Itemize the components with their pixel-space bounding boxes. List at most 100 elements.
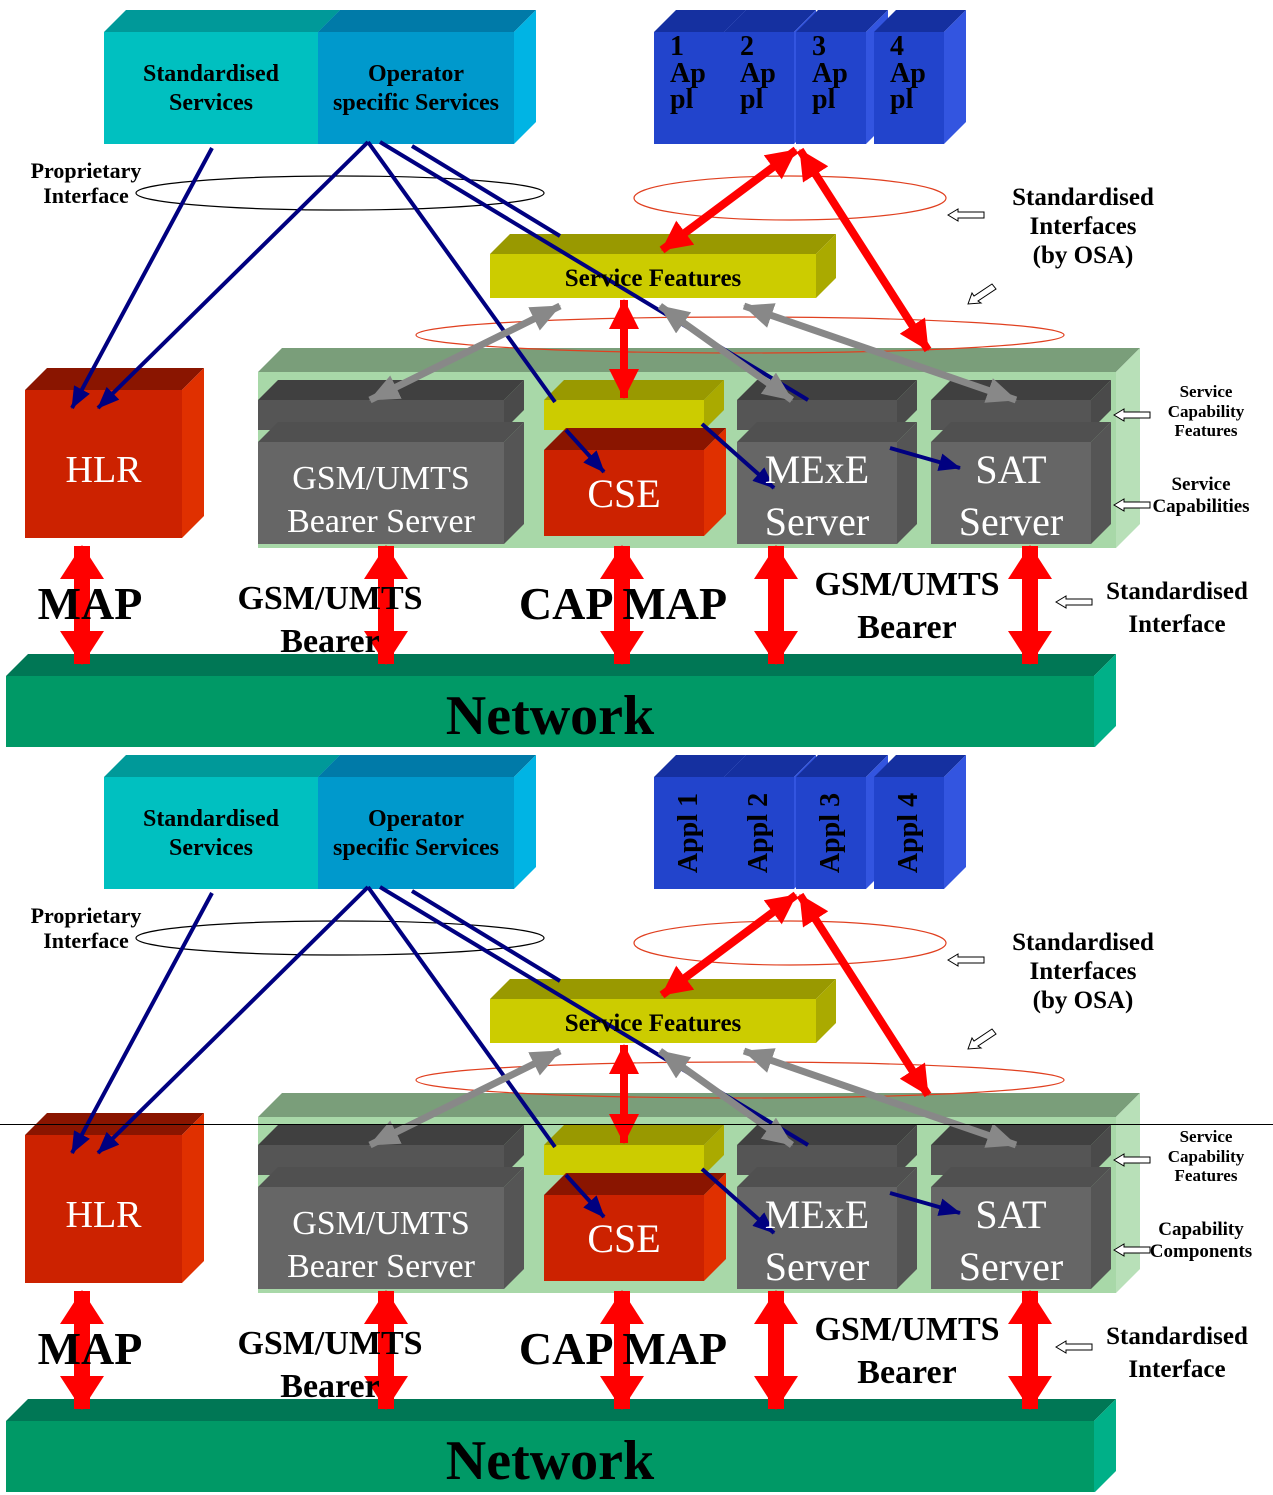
application-label-1: 1 Ap pl bbox=[670, 31, 706, 116]
osa-interface-ellipse-top bbox=[633, 920, 947, 966]
network-bar bbox=[6, 654, 1116, 747]
cse-feature-to-cse bbox=[564, 1173, 606, 1219]
operator-services-label: Operator specific Services bbox=[333, 806, 499, 861]
application-label-3: Appl 3 bbox=[815, 792, 846, 874]
operator-services-box bbox=[318, 755, 536, 889]
proprietary-interface-ellipse bbox=[135, 920, 545, 956]
standardised-services-label: Standardised Services bbox=[142, 806, 280, 861]
bearer-server-label: GSM/UMTS Bearer Server bbox=[287, 460, 475, 540]
bearer-server-label: GSM/UMTS Bearer Server bbox=[287, 1205, 475, 1285]
map-label-left: MAP bbox=[37, 578, 143, 629]
osa-pointer-arrow-2 bbox=[967, 1028, 997, 1050]
osa-interface-ellipse-top bbox=[633, 175, 947, 221]
sat-server-label: SAT Server bbox=[958, 447, 1064, 544]
capabilities-label: Capability Components bbox=[1149, 1219, 1253, 1262]
standardised-services-box bbox=[104, 755, 340, 889]
interface-pointer-arrow bbox=[1055, 1340, 1093, 1354]
scf-pointer-arrow bbox=[1113, 408, 1151, 422]
gsm-bearer-right-label: GSM/UMTS Bearer bbox=[814, 566, 1000, 646]
cse-block bbox=[544, 428, 726, 536]
service-features-label: Service Features bbox=[564, 1010, 742, 1037]
sf-sat-grey-arrow bbox=[742, 1047, 1018, 1149]
standardised-interface-label: Standardised Interface bbox=[1106, 578, 1248, 638]
map-label-left: MAP bbox=[37, 1323, 143, 1374]
sf-bearer-grey-arrow bbox=[368, 302, 562, 404]
proprietary-link-1 bbox=[70, 147, 214, 409]
proprietary-link-2 bbox=[96, 885, 370, 1155]
cse-feature-to-mexe bbox=[700, 422, 776, 490]
osa-pointer-arrow-2 bbox=[967, 283, 997, 305]
application-label-4: Appl 4 bbox=[893, 792, 924, 874]
operator-to-sf-link bbox=[410, 144, 562, 238]
hlr-box bbox=[25, 1113, 204, 1283]
cse-feature-layer bbox=[544, 380, 724, 430]
mexe-feature-to-sat bbox=[889, 446, 961, 471]
network-bar bbox=[6, 1399, 1116, 1492]
sat-server-block bbox=[931, 422, 1111, 544]
scf-pointer-arrow bbox=[1113, 1153, 1151, 1167]
apps-platform-red-arrow bbox=[796, 892, 932, 1098]
cse-label: CSE bbox=[587, 1216, 661, 1261]
osa-interface-ellipse-bottom bbox=[415, 1061, 1065, 1099]
cse-feature-to-cse bbox=[564, 428, 606, 474]
sf-bearer-grey-arrow bbox=[368, 1047, 562, 1149]
operator-services-label: Operator specific Services bbox=[333, 61, 499, 116]
application-label-1: Appl 1 bbox=[673, 792, 704, 874]
osa-pointer-arrow-1 bbox=[947, 208, 985, 222]
horizontal-divider-line bbox=[0, 1124, 1273, 1125]
apps-sf-red-arrow bbox=[659, 891, 799, 999]
sf-sat-grey-arrow bbox=[742, 302, 1018, 404]
cap-map-label: CAP MAP bbox=[518, 578, 728, 629]
application-box-4 bbox=[874, 10, 966, 144]
architecture-panel-2: Standardised Services Operator specific S… bbox=[0, 745, 1273, 1492]
proprietary-interface-label: Proprietary Interface bbox=[30, 903, 142, 954]
capabilities-pointer-arrow bbox=[1113, 498, 1151, 512]
network-label: Network bbox=[445, 1430, 655, 1492]
mexe-server-block bbox=[737, 422, 917, 544]
hlr-label: HLR bbox=[65, 1194, 142, 1236]
capabilities-pointer-arrow bbox=[1113, 1243, 1151, 1257]
application-label-2: 2 Ap pl bbox=[740, 31, 776, 116]
gsm-bearer-right-label: GSM/UMTS Bearer bbox=[814, 1311, 1000, 1391]
bearer-server-block bbox=[258, 422, 524, 544]
mexe-server-label: MExE Server bbox=[764, 1192, 870, 1289]
diagram-canvas bbox=[6, 755, 1151, 1492]
osa-interfaces-label: Standardised Interfaces (by OSA) bbox=[1012, 929, 1154, 1014]
standardised-services-label: Standardised Services bbox=[142, 61, 280, 116]
application-box-4 bbox=[874, 755, 966, 889]
bearer-server-block bbox=[258, 1167, 524, 1289]
gsm-bearer-left-label: GSM/UMTS Bearer bbox=[237, 1325, 423, 1405]
standardised-interface-label: Standardised Interface bbox=[1106, 1323, 1248, 1383]
sat-server-block bbox=[931, 1167, 1111, 1289]
capabilities-label: Service Capabilities bbox=[1152, 474, 1250, 517]
scf-label: Service Capability Features bbox=[1167, 1127, 1245, 1186]
gsm-bearer-left-label: GSM/UMTS Bearer bbox=[237, 580, 423, 660]
mexe-feature-to-sat bbox=[889, 1191, 961, 1216]
apps-platform-red-arrow bbox=[796, 147, 932, 353]
operator-to-sf-link bbox=[410, 889, 562, 983]
proprietary-interface-ellipse bbox=[135, 175, 545, 211]
osa-pointer-arrow-1 bbox=[947, 953, 985, 967]
hlr-box bbox=[25, 368, 204, 538]
scf-label: Service Capability Features bbox=[1167, 382, 1245, 441]
operator-services-box bbox=[318, 10, 536, 144]
cse-feature-layer bbox=[544, 1125, 724, 1175]
network-label: Network bbox=[445, 685, 655, 747]
architecture-panel-1: Standardised Services Operator specific S… bbox=[0, 0, 1273, 747]
sat-server-label: SAT Server bbox=[958, 1192, 1064, 1289]
osa-interface-ellipse-bottom bbox=[415, 316, 1065, 354]
interface-pointer-arrow bbox=[1055, 595, 1093, 609]
service-features-label: Service Features bbox=[564, 265, 742, 292]
proprietary-link-1 bbox=[70, 892, 214, 1154]
cap-map-label: CAP MAP bbox=[518, 1323, 728, 1374]
mexe-server-label: MExE Server bbox=[764, 447, 870, 544]
application-label-3: 3 Ap pl bbox=[812, 31, 848, 116]
hlr-label: HLR bbox=[65, 449, 142, 491]
diagram-canvas bbox=[6, 10, 1151, 747]
cse-block bbox=[544, 1173, 726, 1281]
proprietary-link-2 bbox=[96, 140, 370, 410]
apps-sf-red-arrow bbox=[659, 146, 799, 254]
mexe-server-block bbox=[737, 1167, 917, 1289]
cse-feature-to-mexe bbox=[700, 1167, 776, 1235]
application-label-4: 4 Ap pl bbox=[890, 31, 926, 116]
